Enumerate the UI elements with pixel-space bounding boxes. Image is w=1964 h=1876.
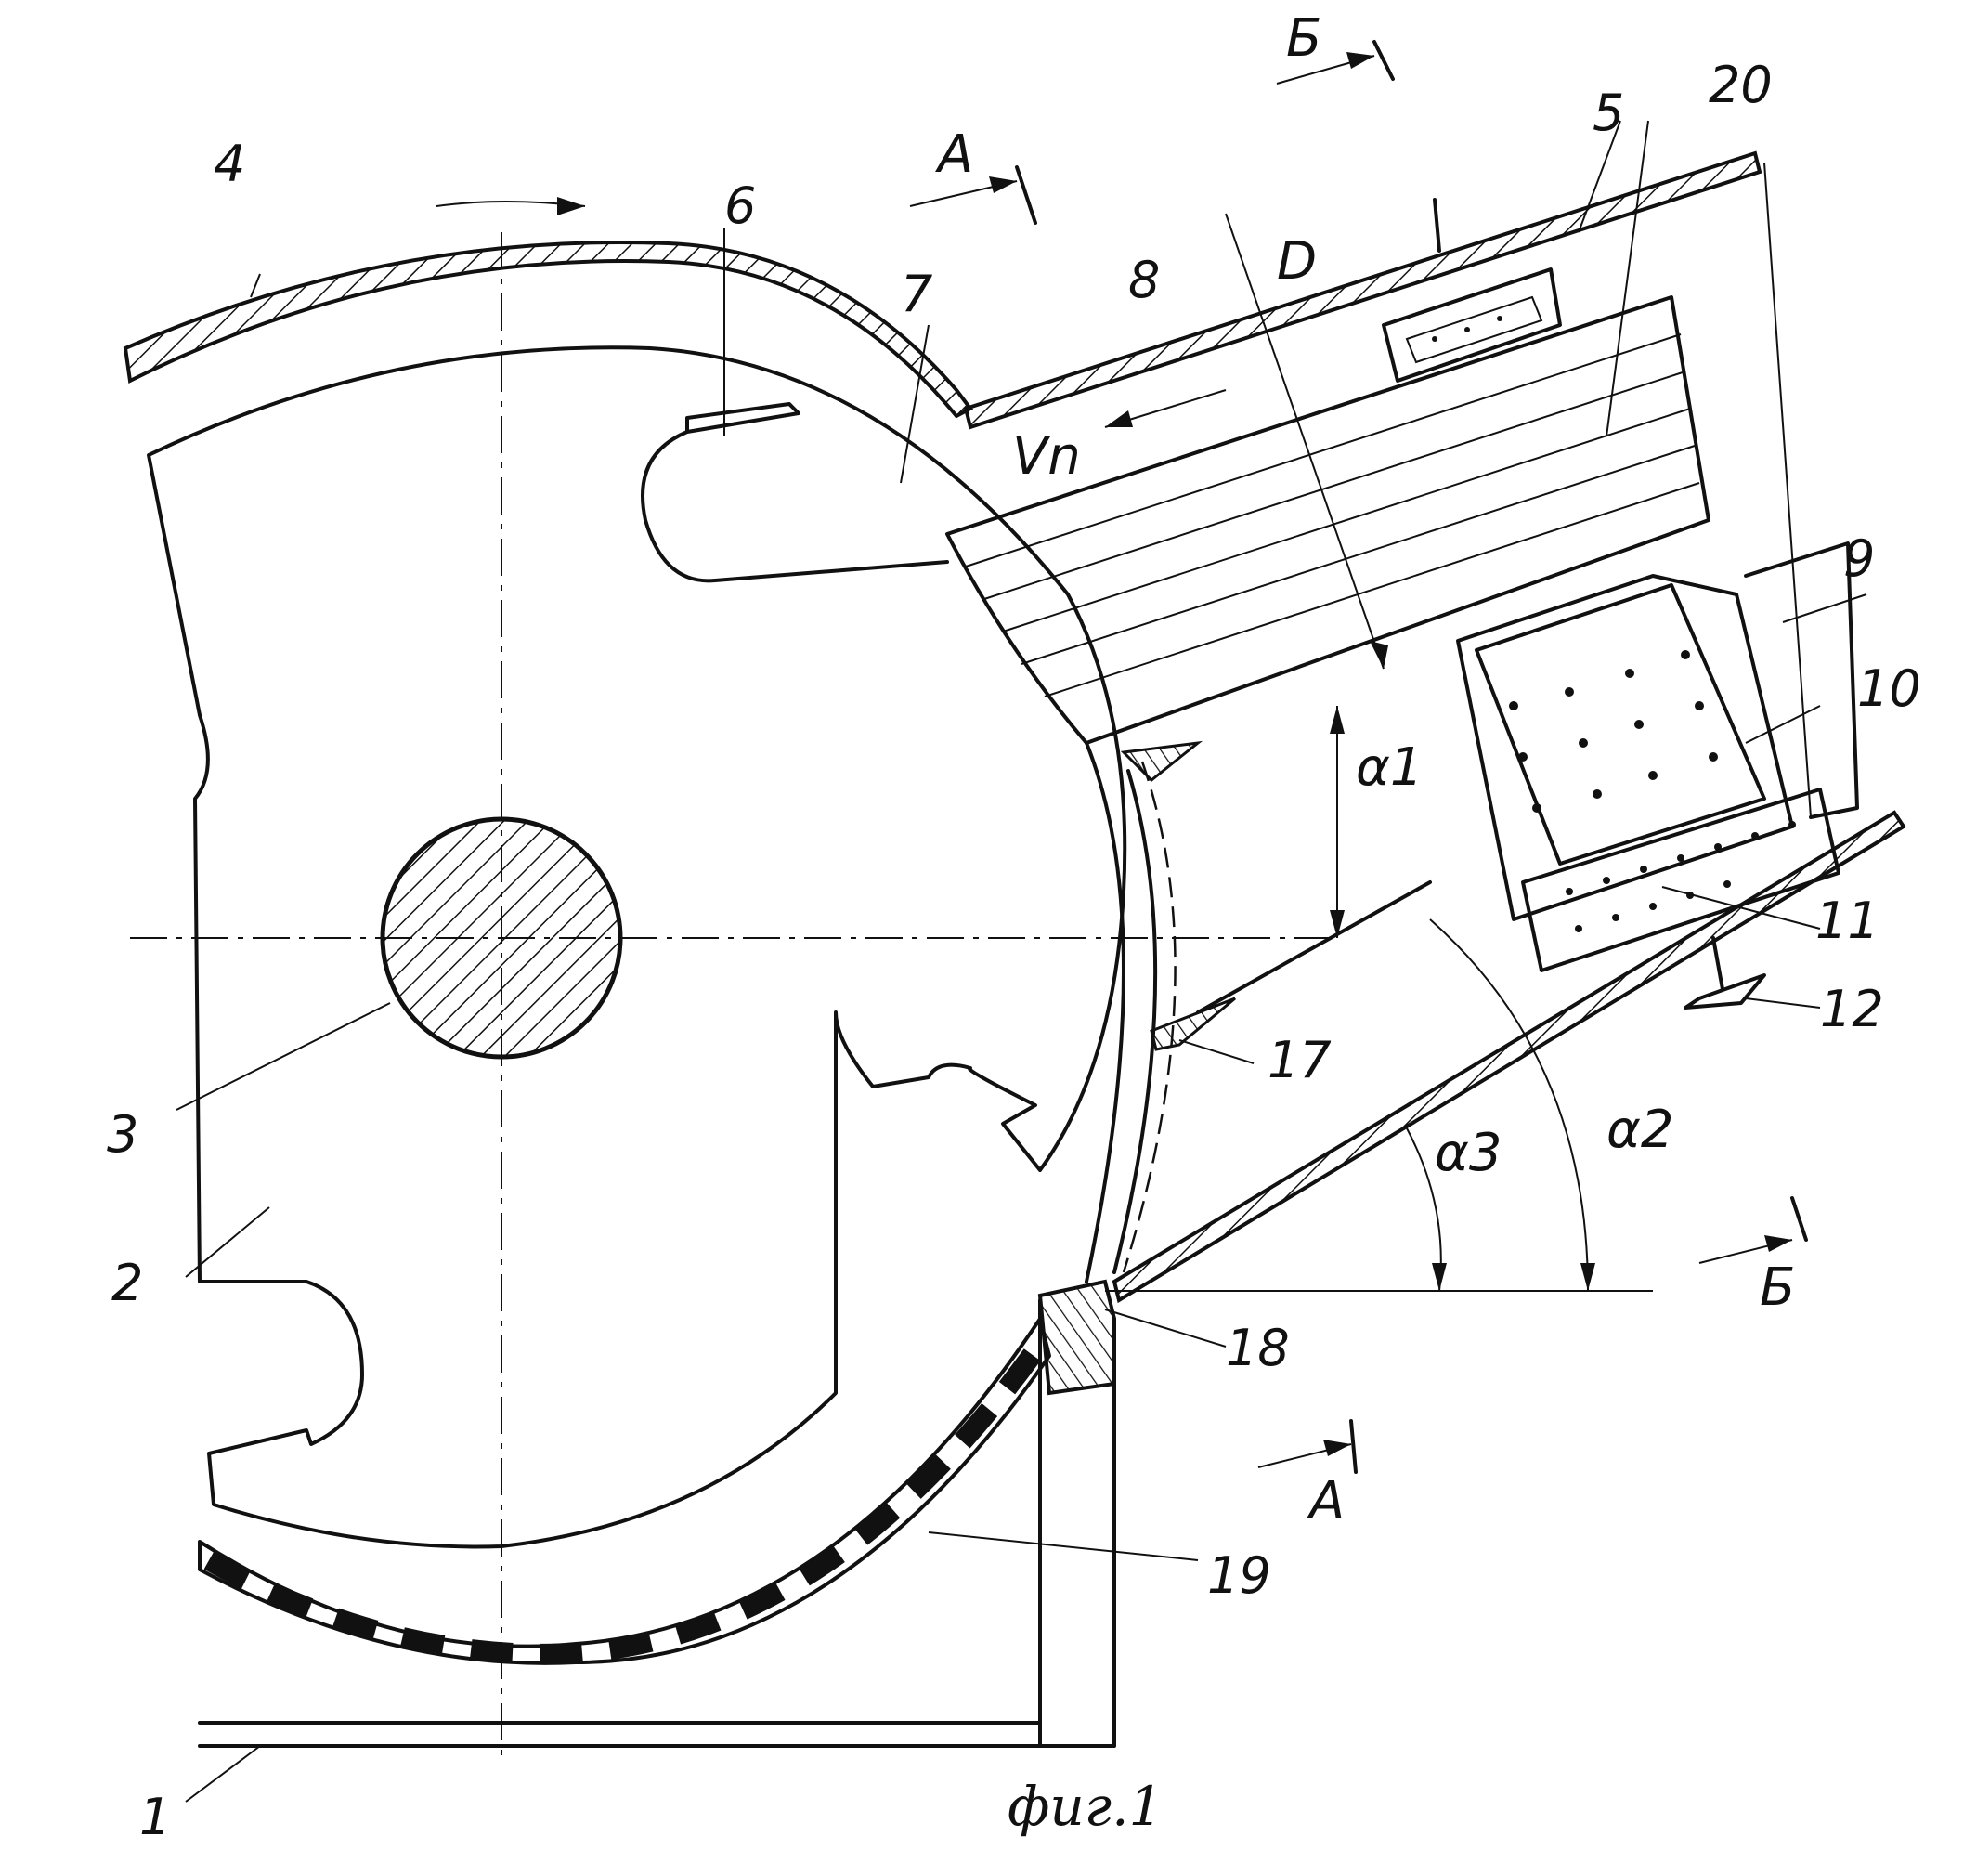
terminal-12-lead (1711, 936, 1724, 991)
angle-alpha2: α2 (1606, 1100, 1674, 1160)
label-3: 3 (107, 1105, 138, 1164)
section-b-bottom: Б (1760, 1257, 1795, 1318)
bundle-20 (945, 295, 1710, 745)
terminal-top-lead (1433, 198, 1441, 253)
alpha2-arc (1429, 918, 1589, 1292)
segmented-strip (203, 1331, 1053, 1664)
angle-alpha3: α3 (1435, 1123, 1502, 1183)
label-6: 6 (724, 176, 756, 235)
block-11-upper (1475, 583, 1766, 866)
block-11-lower (1521, 788, 1840, 972)
tube-right-edge-top (1763, 162, 1812, 818)
alpha1-arrow-bottom (1330, 910, 1345, 938)
label-4: 4 (214, 135, 245, 193)
alpha3-arrow (1432, 1263, 1447, 1291)
label-1: 1 (139, 1788, 171, 1846)
plate-17-line (1196, 880, 1432, 1014)
section-marker-B-bottom (1698, 1196, 1808, 1264)
section-marker-A-bottom (1257, 1419, 1358, 1474)
tube-wall-5 (963, 150, 1762, 430)
label-7: 7 (901, 265, 932, 323)
label-8: 8 (1128, 251, 1160, 309)
bundle-lines (965, 333, 1700, 697)
section-marker-A-top (909, 165, 1037, 225)
chamber-inner-arc (1112, 769, 1158, 1274)
label-11: 11 (1815, 892, 1879, 950)
alpha2-arrow (1580, 1263, 1595, 1291)
dimension-D (1225, 213, 1385, 670)
alpha1-arrow-top (1330, 706, 1345, 734)
label-17: 17 (1268, 1031, 1332, 1089)
block-9-frame (1456, 574, 1794, 921)
section-marker-B-top (1276, 40, 1395, 85)
label-19: 19 (1207, 1546, 1271, 1605)
section-a-top: A (935, 124, 973, 185)
diameter-D: D (1277, 231, 1317, 292)
right-section-10 (1744, 541, 1859, 819)
label-5: 5 (1593, 84, 1624, 142)
shaft-3 (380, 816, 623, 1060)
chamber-arc-7 (1085, 741, 1125, 1283)
block-top-inner (1405, 295, 1543, 364)
velocity-Vn: Vn (1012, 426, 1081, 487)
label-20: 20 (1709, 56, 1773, 114)
plate-upper (1120, 740, 1203, 783)
rotation-arrowhead (557, 197, 585, 215)
base-1 (198, 1298, 1116, 1748)
label-2: 2 (111, 1254, 143, 1312)
label-12: 12 (1820, 980, 1884, 1038)
section-b-top: Б (1286, 8, 1321, 69)
label-18: 18 (1226, 1319, 1290, 1377)
velocity-arrowhead (1105, 410, 1133, 427)
label-10: 10 (1857, 659, 1921, 718)
terminal-12 (1684, 973, 1766, 1010)
section-a-bottom: A (1307, 1471, 1345, 1531)
wedge-18 (1037, 1279, 1116, 1396)
label-9: 9 (1843, 529, 1875, 588)
chamber-dashed-arc (1122, 761, 1177, 1273)
block-top (1382, 267, 1562, 383)
rotor-hook-top (641, 402, 949, 583)
rotor-2 (147, 345, 1127, 1549)
dimension-D-arrow (1370, 641, 1388, 669)
leader-lines (176, 120, 1867, 1803)
block-dots (1432, 316, 1796, 932)
casing-top-4 (123, 240, 973, 419)
angle-alpha1: α1 (1356, 737, 1424, 798)
figure-caption: фиг.1 (1008, 1775, 1163, 1838)
tube-wall-lower (1112, 810, 1906, 1304)
plate-17 (1150, 997, 1236, 1051)
